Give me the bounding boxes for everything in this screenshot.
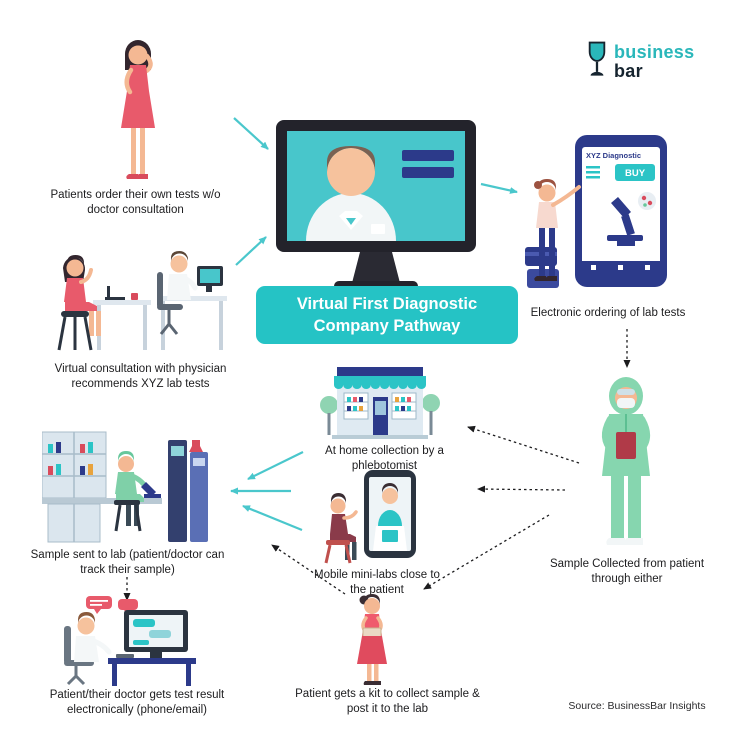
sample-collector-illustration bbox=[582, 372, 672, 555]
mobile-minilab-illustration bbox=[318, 470, 428, 570]
patient-kit-illustration bbox=[342, 594, 402, 691]
source-credit: Source: BusinessBar Insights bbox=[568, 700, 706, 712]
electronic-ordering-illustration: XYZ Diagnostic BUY bbox=[525, 135, 670, 300]
woman-kit-icon bbox=[357, 594, 387, 685]
buy-label: BUY bbox=[625, 168, 646, 179]
phone-app-title: XYZ Diagnostic bbox=[586, 151, 641, 160]
caption-kit: Patient gets a kit to collect sample & p… bbox=[295, 688, 480, 715]
caption-home-collection: At home collection by a phlebotomist bbox=[325, 445, 444, 472]
microscope-icon bbox=[607, 197, 643, 246]
caption-mobile-minilabs: Mobile mini-labs close to the patient bbox=[314, 569, 440, 596]
arrow-patient-to-monitor bbox=[233, 117, 269, 150]
doctor-results-icon bbox=[64, 596, 196, 686]
consultation-icon bbox=[57, 251, 227, 351]
virtual-consultation-illustration bbox=[45, 238, 235, 361]
phone-shop-icon: XYZ Diagnostic BUY bbox=[525, 135, 667, 288]
arrow-kit-to-lab bbox=[271, 544, 346, 595]
arrow-monitor-to-ordering bbox=[480, 182, 518, 194]
arrow-sample-to-minilab bbox=[477, 485, 566, 493]
arrow-storefront-to-lab bbox=[247, 451, 304, 480]
glass-icon bbox=[588, 41, 606, 76]
storefront-icon bbox=[320, 367, 440, 439]
lab-microscope-icon bbox=[141, 482, 156, 497]
arrow-sample-to-storefront bbox=[467, 425, 580, 464]
patient-ordering-illustration bbox=[98, 36, 178, 191]
buy-button bbox=[615, 164, 655, 181]
caption-virtual-consult: Virtual consultation with physician reco… bbox=[54, 363, 227, 390]
logo-word-bar: bar bbox=[614, 61, 643, 82]
notification-bubble-icon bbox=[86, 596, 112, 609]
caption-order-own: Patients order their own tests w/o docto… bbox=[50, 189, 221, 216]
caption-lab-tracking: Sample sent to lab (patient/doctor can t… bbox=[30, 549, 225, 576]
ppe-person-icon bbox=[602, 377, 650, 545]
results-illustration bbox=[50, 596, 200, 691]
lab-illustration bbox=[41, 426, 212, 551]
caption-sample-collected: Sample Collected from patient through ei… bbox=[549, 558, 705, 585]
home-collection-illustration bbox=[320, 363, 440, 448]
arrow-sample-to-kit bbox=[423, 514, 550, 590]
telehealth-monitor-illustration bbox=[276, 120, 476, 301]
arrow-minilab-to-lab bbox=[242, 504, 303, 532]
minilab-phone-icon bbox=[324, 470, 416, 564]
caption-electronic-ordering: Electronic ordering of lab tests bbox=[530, 307, 686, 319]
pathway-title: Virtual First Diagnostic Company Pathway bbox=[256, 286, 518, 344]
arrow-consult-to-monitor bbox=[235, 236, 267, 266]
lab-icon bbox=[41, 431, 208, 543]
businessbar-logo: business bar bbox=[586, 40, 694, 82]
monitor-doctor-icon bbox=[276, 120, 476, 292]
woman-phone-icon bbox=[121, 40, 155, 179]
logo-word-business: business bbox=[614, 42, 695, 62]
chat-bubble-icon bbox=[133, 619, 155, 627]
caption-results: Patient/their doctor gets test result el… bbox=[49, 689, 225, 716]
